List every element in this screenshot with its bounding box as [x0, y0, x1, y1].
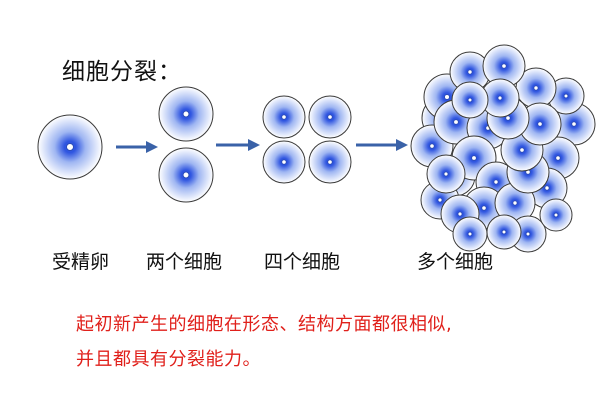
- stage-zygote: [37, 114, 103, 180]
- cell: [262, 95, 306, 139]
- stage-four-cells: [262, 95, 352, 184]
- stage-many-cells: [410, 44, 596, 253]
- cell-nucleus: [533, 85, 539, 91]
- note-line-2: 并且都具有分裂能力。: [76, 349, 261, 370]
- cell-nucleus: [457, 211, 463, 217]
- cell-nucleus: [519, 147, 525, 153]
- cell-nucleus: [493, 179, 499, 185]
- cell: [37, 114, 103, 180]
- arrow-2: [216, 139, 260, 151]
- cell-nucleus: [182, 171, 190, 179]
- cell: [486, 214, 522, 250]
- cell-nucleus: [65, 142, 75, 152]
- label-four-cells: 四个细胞: [264, 251, 341, 273]
- cell-nucleus: [497, 95, 503, 101]
- label-zygote: 受精卵: [52, 251, 110, 273]
- cell-nucleus: [281, 159, 287, 165]
- cell-nucleus: [327, 159, 333, 165]
- arrow-1: [116, 141, 158, 153]
- cell-nucleus: [555, 155, 561, 161]
- cell-nucleus: [437, 197, 443, 203]
- figure-title: 细胞分裂：: [62, 59, 182, 85]
- cell-nucleus: [467, 97, 473, 103]
- cell-nucleus: [471, 155, 477, 161]
- arrow-3: [356, 139, 408, 151]
- cell: [452, 216, 488, 252]
- cell-nucleus: [512, 200, 518, 206]
- arrow-head: [396, 139, 408, 151]
- cell: [451, 81, 489, 119]
- cell-nucleus: [501, 229, 507, 235]
- cell: [547, 77, 585, 115]
- cell-nucleus: [429, 143, 435, 149]
- cell: [539, 198, 573, 232]
- cell: [158, 86, 214, 142]
- cell-nucleus: [501, 63, 507, 69]
- arrow-head: [248, 139, 260, 151]
- cell-nucleus: [443, 93, 451, 101]
- cell-nucleus: [281, 114, 287, 120]
- cell-nucleus: [327, 114, 333, 120]
- arrow-head: [146, 141, 158, 153]
- cell: [308, 140, 352, 184]
- label-many-cells: 多个细胞: [417, 251, 494, 273]
- stage-two-cells: [158, 86, 214, 203]
- cell: [518, 102, 562, 146]
- cell-nucleus: [467, 69, 473, 75]
- cell-nucleus: [563, 93, 569, 99]
- label-two-cells: 两个细胞: [146, 251, 223, 273]
- cell: [308, 95, 352, 139]
- cell-nucleus: [571, 121, 577, 127]
- note-line-1: 起初新产生的细胞在形态、结构方面都很相似,: [76, 314, 453, 335]
- cell-nucleus: [481, 205, 487, 211]
- cell-nucleus: [553, 212, 559, 218]
- cell-nucleus: [525, 231, 531, 237]
- cell-nucleus: [537, 121, 543, 127]
- cell-nucleus: [453, 119, 459, 125]
- cell-nucleus: [182, 110, 190, 118]
- cell: [158, 147, 214, 203]
- cell-nucleus: [467, 231, 473, 237]
- cell-nucleus: [443, 171, 449, 177]
- cell-nucleus: [544, 185, 550, 191]
- cell: [426, 154, 466, 194]
- cell: [262, 140, 306, 184]
